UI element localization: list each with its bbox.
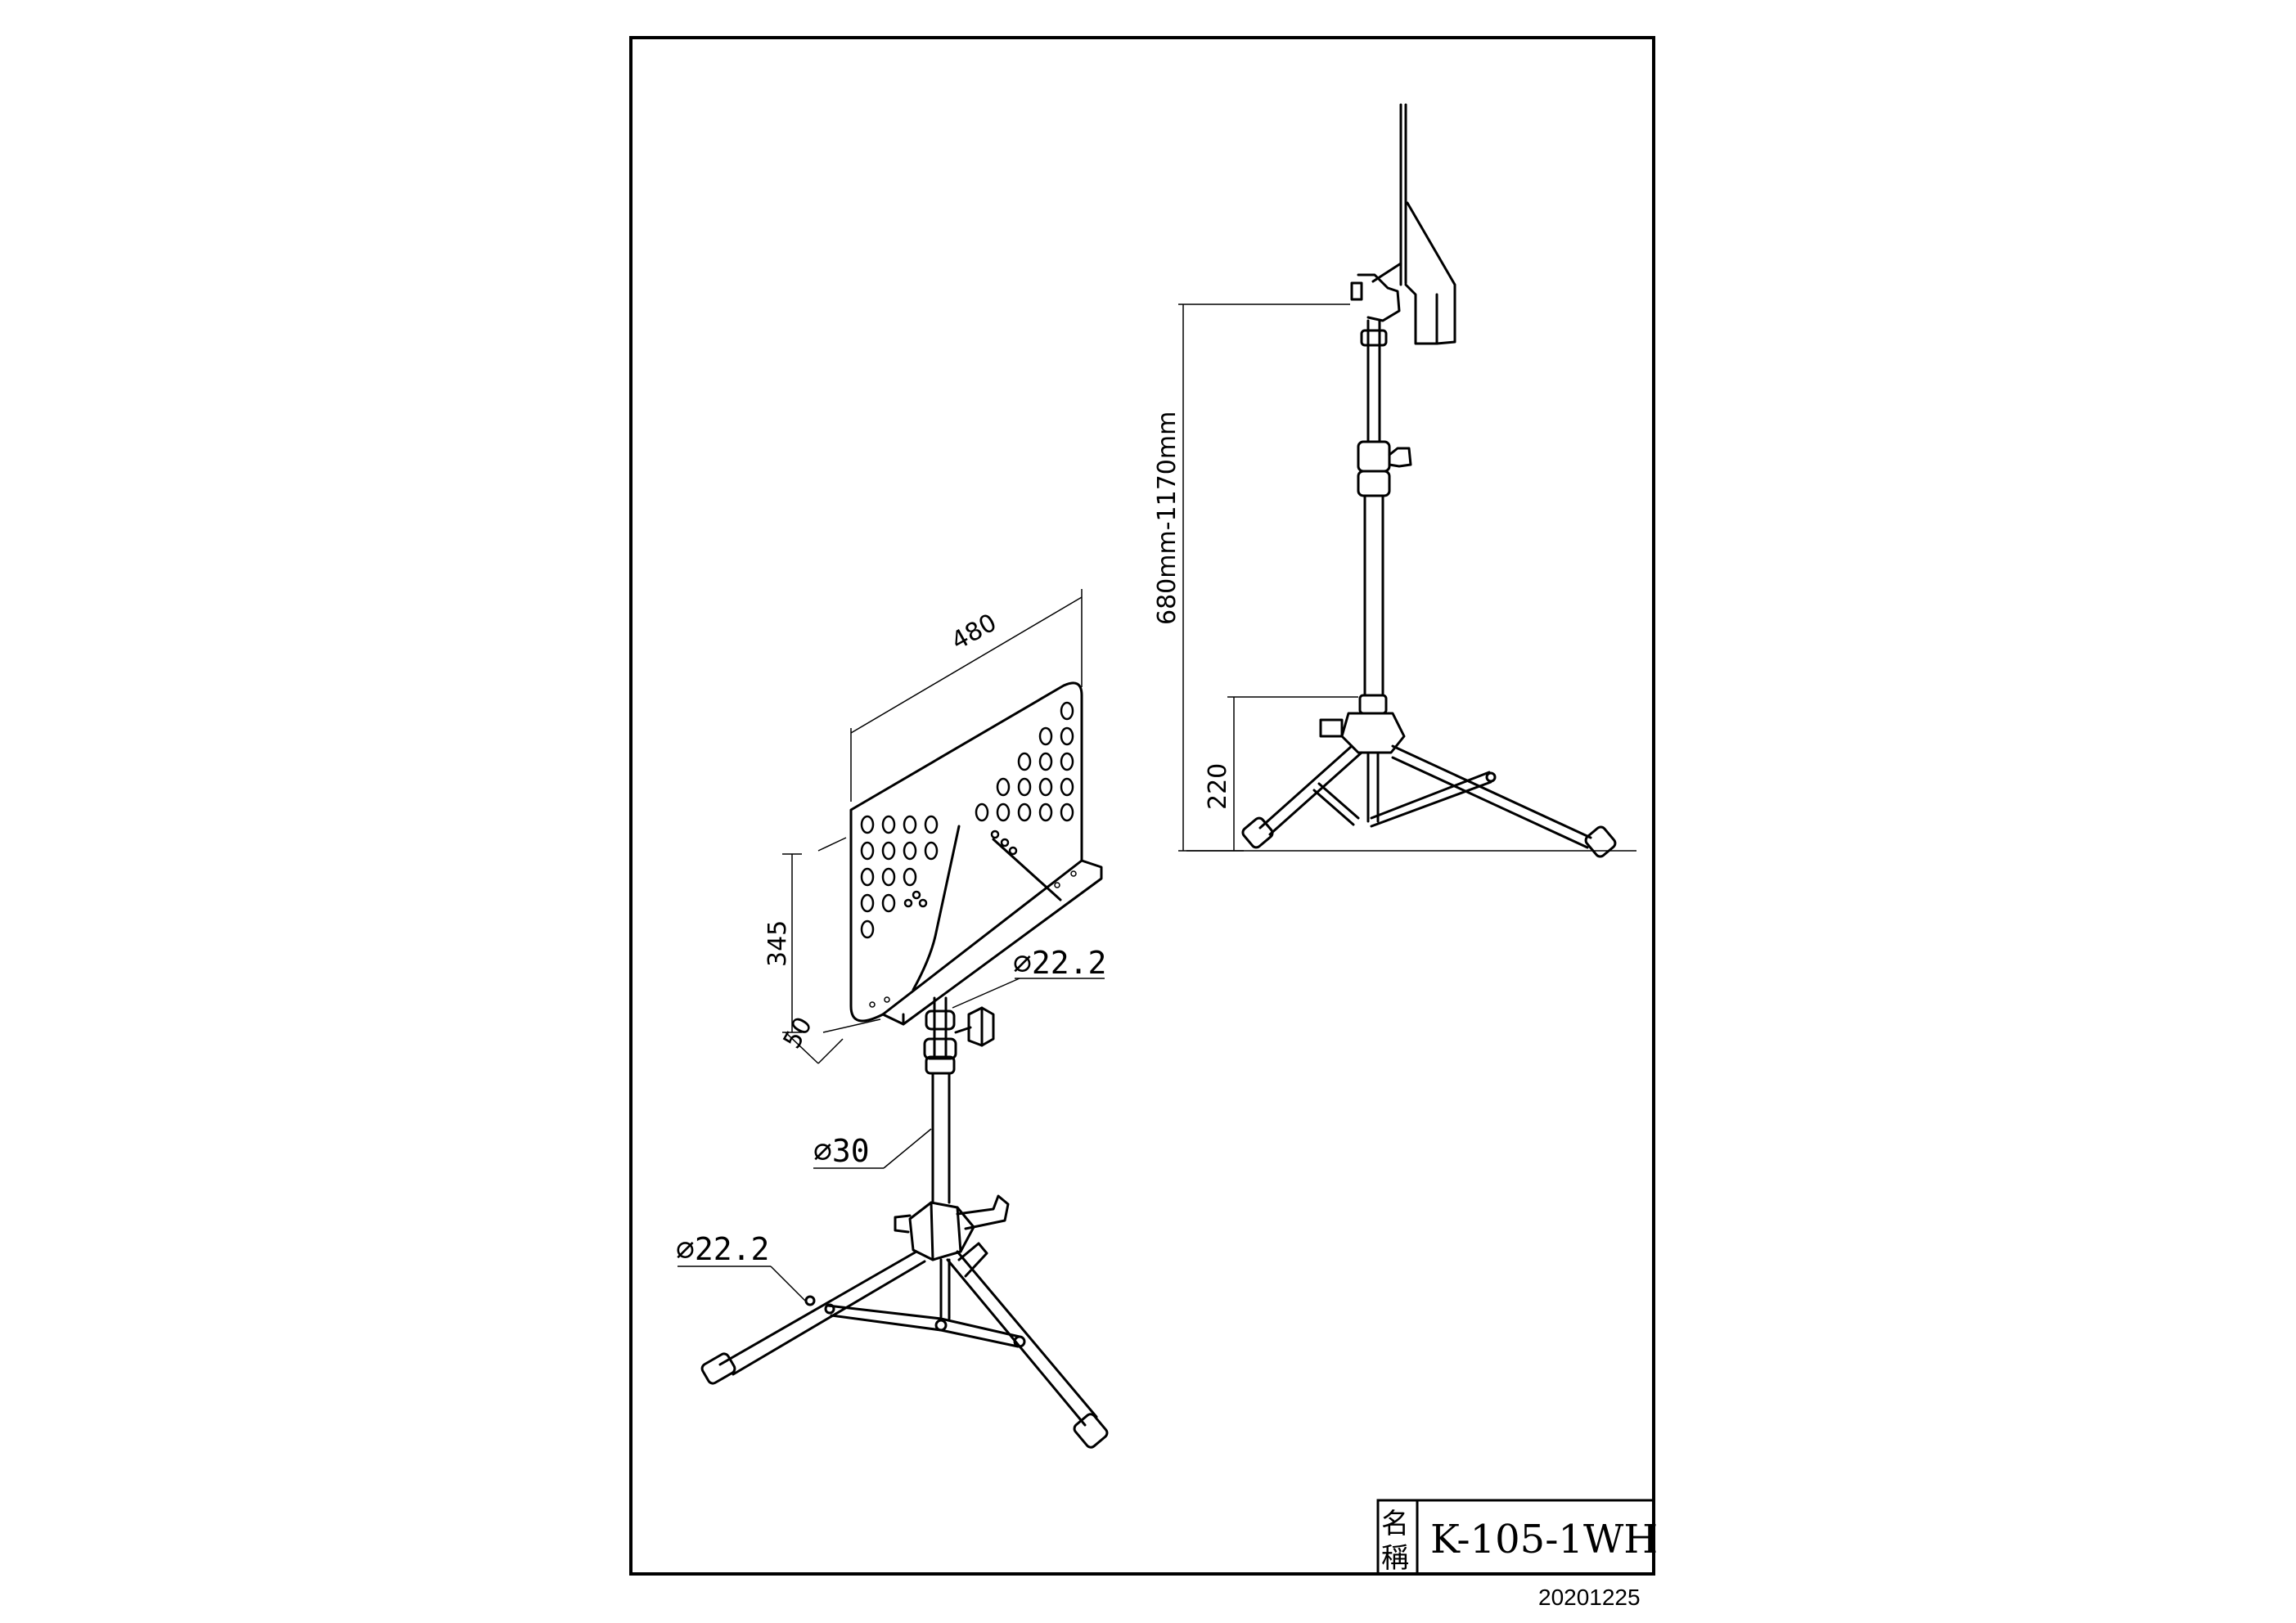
model-number: K-105-1WH bbox=[1430, 1517, 1658, 1562]
desk-plate bbox=[849, 681, 1103, 1026]
title-label-top: 名 bbox=[1381, 1508, 1409, 1540]
desk-strut-left bbox=[912, 825, 961, 991]
upper-tube bbox=[923, 996, 957, 1075]
drawing-frame bbox=[629, 36, 1655, 1576]
side-upper-tube bbox=[1366, 319, 1381, 443]
dim-leg-tube: ∅22.2 bbox=[676, 1231, 769, 1267]
iso-dimension-lines bbox=[678, 589, 1105, 1303]
desk-strut-right bbox=[992, 838, 1062, 901]
dim-lower-tube: ∅30 bbox=[813, 1133, 870, 1169]
side-dimension-lines bbox=[1178, 303, 1358, 852]
side-lower-tube bbox=[1363, 494, 1384, 697]
desk-holes bbox=[860, 701, 1074, 939]
dim-desk-height: 345 bbox=[763, 920, 792, 967]
drawing-date: 20201225 bbox=[1538, 1585, 1641, 1610]
legs bbox=[700, 1242, 1109, 1449]
base-hub bbox=[894, 1194, 1010, 1261]
lower-tube bbox=[931, 1072, 951, 1204]
dim-base-height: 220 bbox=[1204, 763, 1232, 810]
desk-profile bbox=[1399, 103, 1407, 286]
side-view: 680mm-1170mm 220 bbox=[1153, 103, 1636, 858]
side-base-hub bbox=[1319, 694, 1406, 754]
dim-upper-tube: ∅22.2 bbox=[1013, 945, 1106, 981]
top-clamp bbox=[1350, 262, 1402, 322]
dim-lip-depth: 50 bbox=[778, 1012, 818, 1054]
dim-height-range: 680mm-1170mm bbox=[1153, 411, 1182, 625]
title-label-bottom: 稱 bbox=[1381, 1542, 1409, 1575]
height-knob bbox=[954, 1006, 995, 1047]
side-height-clamp bbox=[1357, 440, 1412, 497]
side-legs bbox=[1241, 744, 1617, 858]
title-block: 名 稱 K-105-1WH bbox=[1376, 1499, 1658, 1576]
isometric-view: 480 345 50 ∅22.2 ∅30 ∅22.2 bbox=[676, 589, 1109, 1449]
